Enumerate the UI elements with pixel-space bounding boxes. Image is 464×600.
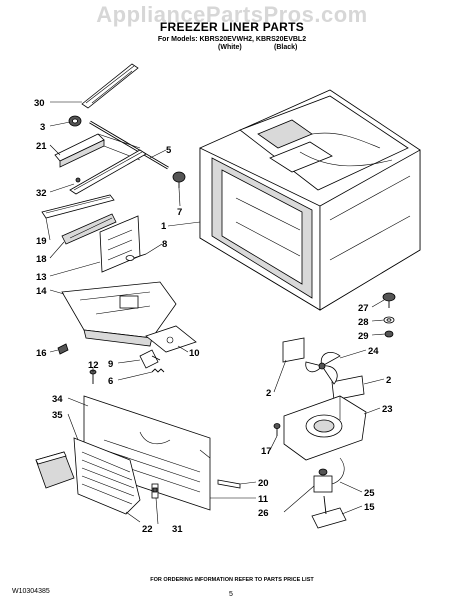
part-22-vent-grille	[73, 437, 141, 515]
callout-20: 20	[258, 478, 269, 489]
callout-1: 1	[161, 221, 167, 232]
part-19-lower-rail	[41, 194, 115, 219]
part-7-knob	[172, 171, 186, 188]
models-line: For Models: KBRS20EVWH2, KBRS20EVBL2	[157, 36, 307, 43]
part-6-spring	[151, 368, 165, 373]
callout-14: 14	[36, 286, 47, 297]
callout-18: 18	[36, 254, 47, 265]
part-28-washer	[383, 316, 395, 324]
part-27-knob	[382, 292, 396, 308]
callout-labels: 30 3 21 5 32 7 1 19 18 8 13 14 27 28 29 …	[34, 98, 393, 535]
callout-15: 15	[364, 502, 375, 513]
callout-24: 24	[368, 346, 379, 357]
part-2-pad-left	[282, 337, 305, 363]
callout-32: 32	[36, 188, 47, 199]
page-number: 5	[229, 591, 233, 598]
callout-11: 11	[258, 494, 269, 505]
callout-13: 13	[36, 272, 47, 283]
callout-21: 21	[36, 141, 47, 152]
callout-12: 12	[88, 360, 99, 371]
part-31-clip	[151, 483, 159, 499]
callout-34: 34	[52, 394, 63, 405]
part-9-heater	[139, 349, 161, 369]
part-16-clip	[57, 343, 69, 355]
callout-19: 19	[36, 236, 47, 247]
callout-6: 6	[108, 376, 113, 387]
part-10-pad	[145, 325, 197, 353]
part-32-slide-rail	[69, 149, 147, 195]
variant-black: (Black)	[274, 44, 298, 51]
callout-8: 8	[162, 239, 167, 250]
part-5-rod	[89, 120, 169, 170]
callout-7: 7	[177, 207, 182, 218]
callout-26: 26	[258, 508, 269, 519]
callout-31: 31	[172, 524, 183, 535]
part-35-tray	[35, 451, 75, 489]
part-30-rail	[81, 63, 139, 109]
part-18-lower-bracket	[61, 213, 117, 245]
part-23-fan-housing	[283, 395, 367, 461]
callout-28: 28	[358, 317, 369, 328]
part-12-screw	[89, 369, 97, 384]
callout-29: 29	[358, 331, 369, 342]
callout-30: 30	[34, 98, 45, 109]
callout-22: 22	[142, 524, 153, 535]
callout-16: 16	[36, 348, 47, 359]
part-17-screw	[273, 423, 281, 436]
callout-35: 35	[52, 410, 63, 421]
part-25-motor	[313, 457, 345, 493]
callout-25: 25	[364, 488, 375, 499]
callout-27: 27	[358, 303, 369, 314]
part-8-screws	[125, 253, 147, 261]
callout-10: 10	[189, 348, 200, 359]
callout-17: 17	[261, 446, 272, 457]
leader-lines	[45, 101, 386, 525]
watermark: AppliancePartsPros.com	[96, 2, 368, 27]
callout-2-left: 2	[266, 388, 271, 399]
part-15-bracket	[311, 495, 347, 529]
callout-5: 5	[166, 145, 172, 156]
callout-2-right: 2	[386, 375, 391, 386]
page-title: FREEZER LINER PARTS	[159, 20, 305, 34]
callout-9: 9	[108, 359, 113, 370]
ordering-info-note: FOR ORDERING INFORMATION REFER TO PARTS …	[150, 577, 314, 583]
callout-3: 3	[40, 122, 45, 133]
part-1-freezer-liner	[199, 89, 421, 311]
part-20-strip	[217, 479, 241, 489]
document-number: W10304385	[12, 588, 50, 595]
callout-23: 23	[382, 404, 393, 415]
part-29-spacer	[384, 330, 394, 338]
part-14-drain-trough	[61, 281, 177, 347]
variant-white: (White)	[218, 44, 242, 51]
part-2-pad-right	[331, 375, 365, 401]
part-24-fan-blade	[305, 352, 341, 385]
part-3-roller	[68, 115, 82, 127]
